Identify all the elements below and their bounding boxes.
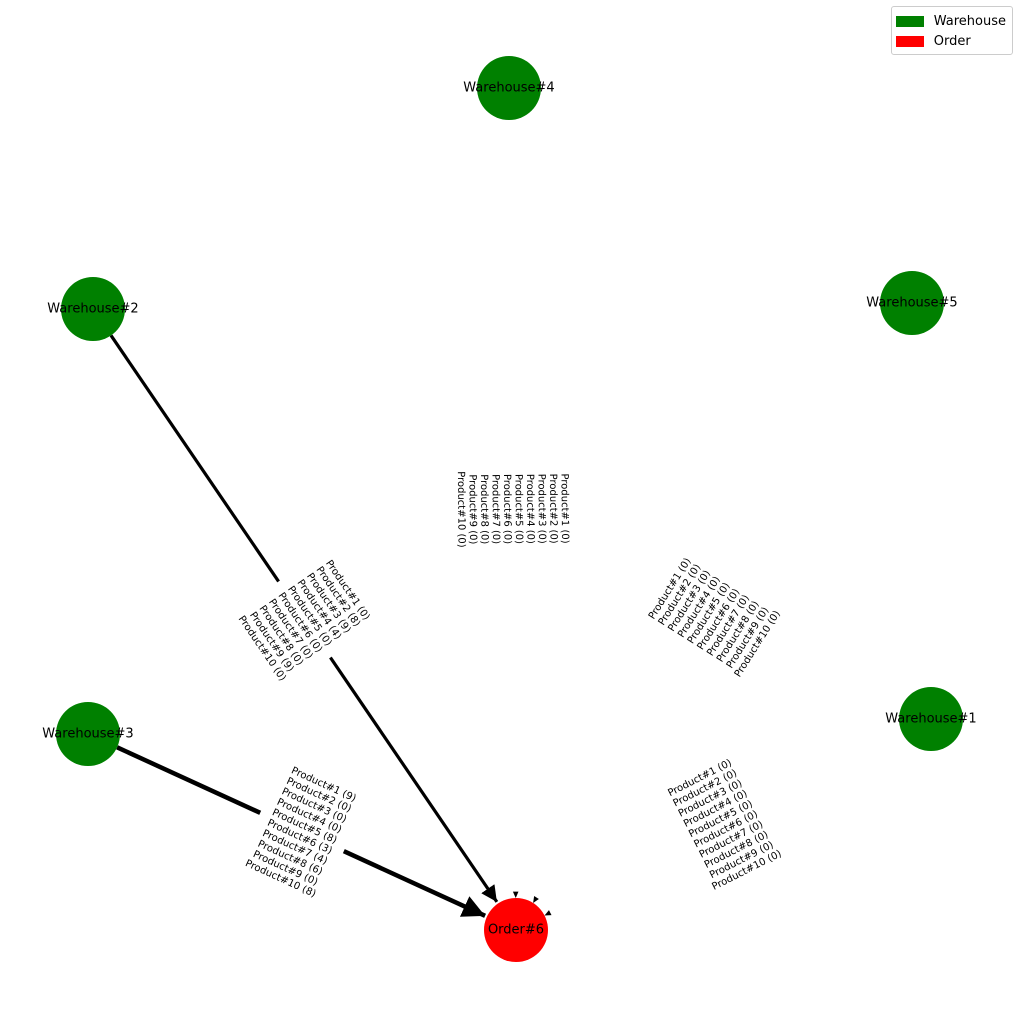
edge-label-line: Product#8 (0) — [478, 474, 490, 544]
node-label-w4: Warehouse#4 — [463, 81, 554, 96]
node-o6 — [484, 898, 548, 962]
edge-label-line: Product#4 (0) — [524, 474, 536, 544]
edge-label-w4-to-o6: Product#1 (0)Product#2 (0)Product#3 (0)P… — [451, 462, 574, 556]
node-w2 — [61, 277, 125, 341]
edge-arrowhead-w4-to-o6 — [512, 891, 519, 899]
edge-label-line: Product#9 (0) — [466, 474, 478, 544]
legend: Warehouse Order — [890, 6, 1013, 55]
edge-label-background — [234, 757, 370, 907]
node-label-o6: Order#6 — [488, 923, 544, 938]
edge-label-line: Product#5 (0) — [512, 474, 524, 544]
node-label-w3: Warehouse#3 — [42, 727, 133, 742]
legend-label-warehouse: Warehouse — [933, 13, 1006, 29]
edge-labels-layer: Product#1 (0)Product#2 (8)Product#3 (9)P… — [228, 462, 792, 907]
edge-label-line: Product#2 (0) — [547, 474, 559, 544]
node-w4 — [477, 56, 541, 120]
node-label-w2: Warehouse#2 — [47, 302, 138, 317]
edge-label-background — [228, 547, 381, 692]
edge-label-background — [451, 462, 574, 556]
edge-label-line: Product#10 (0) — [455, 471, 467, 548]
edge-label-w3-to-o6: Product#1 (9)Product#2 (0)Product#3 (0)P… — [234, 757, 370, 907]
edge-arrowhead-w1-to-o6 — [544, 910, 552, 916]
edge-label-line: Product#1 (0) — [558, 473, 570, 543]
legend-swatch-warehouse — [895, 15, 924, 27]
node-w5 — [880, 271, 944, 335]
node-w3 — [56, 702, 120, 766]
edge-label-w2-to-o6: Product#1 (0)Product#2 (8)Product#3 (9)P… — [228, 547, 381, 692]
edge-label-w5-to-o6: Product#1 (0)Product#2 (0)Product#3 (0)P… — [638, 545, 790, 688]
edge-label-background — [638, 545, 790, 688]
node-w1 — [899, 687, 963, 751]
node-label-w1: Warehouse#1 — [885, 712, 976, 727]
legend-item-warehouse: Warehouse — [895, 11, 1006, 31]
edge-label-background — [655, 749, 792, 900]
edge-label-w1-to-o6: Product#1 (0)Product#2 (0)Product#3 (0)P… — [655, 749, 792, 900]
legend-swatch-order — [895, 35, 924, 47]
edge-label-line: Product#3 (0) — [535, 474, 547, 544]
legend-item-order: Order — [895, 31, 1006, 51]
edge-arrowhead-w5-to-o6 — [533, 896, 539, 903]
edge-label-line: Product#6 (0) — [501, 474, 513, 544]
edge-label-line: Product#7 (0) — [489, 474, 501, 544]
legend-label-order: Order — [933, 33, 971, 49]
node-label-w5: Warehouse#5 — [866, 296, 957, 311]
